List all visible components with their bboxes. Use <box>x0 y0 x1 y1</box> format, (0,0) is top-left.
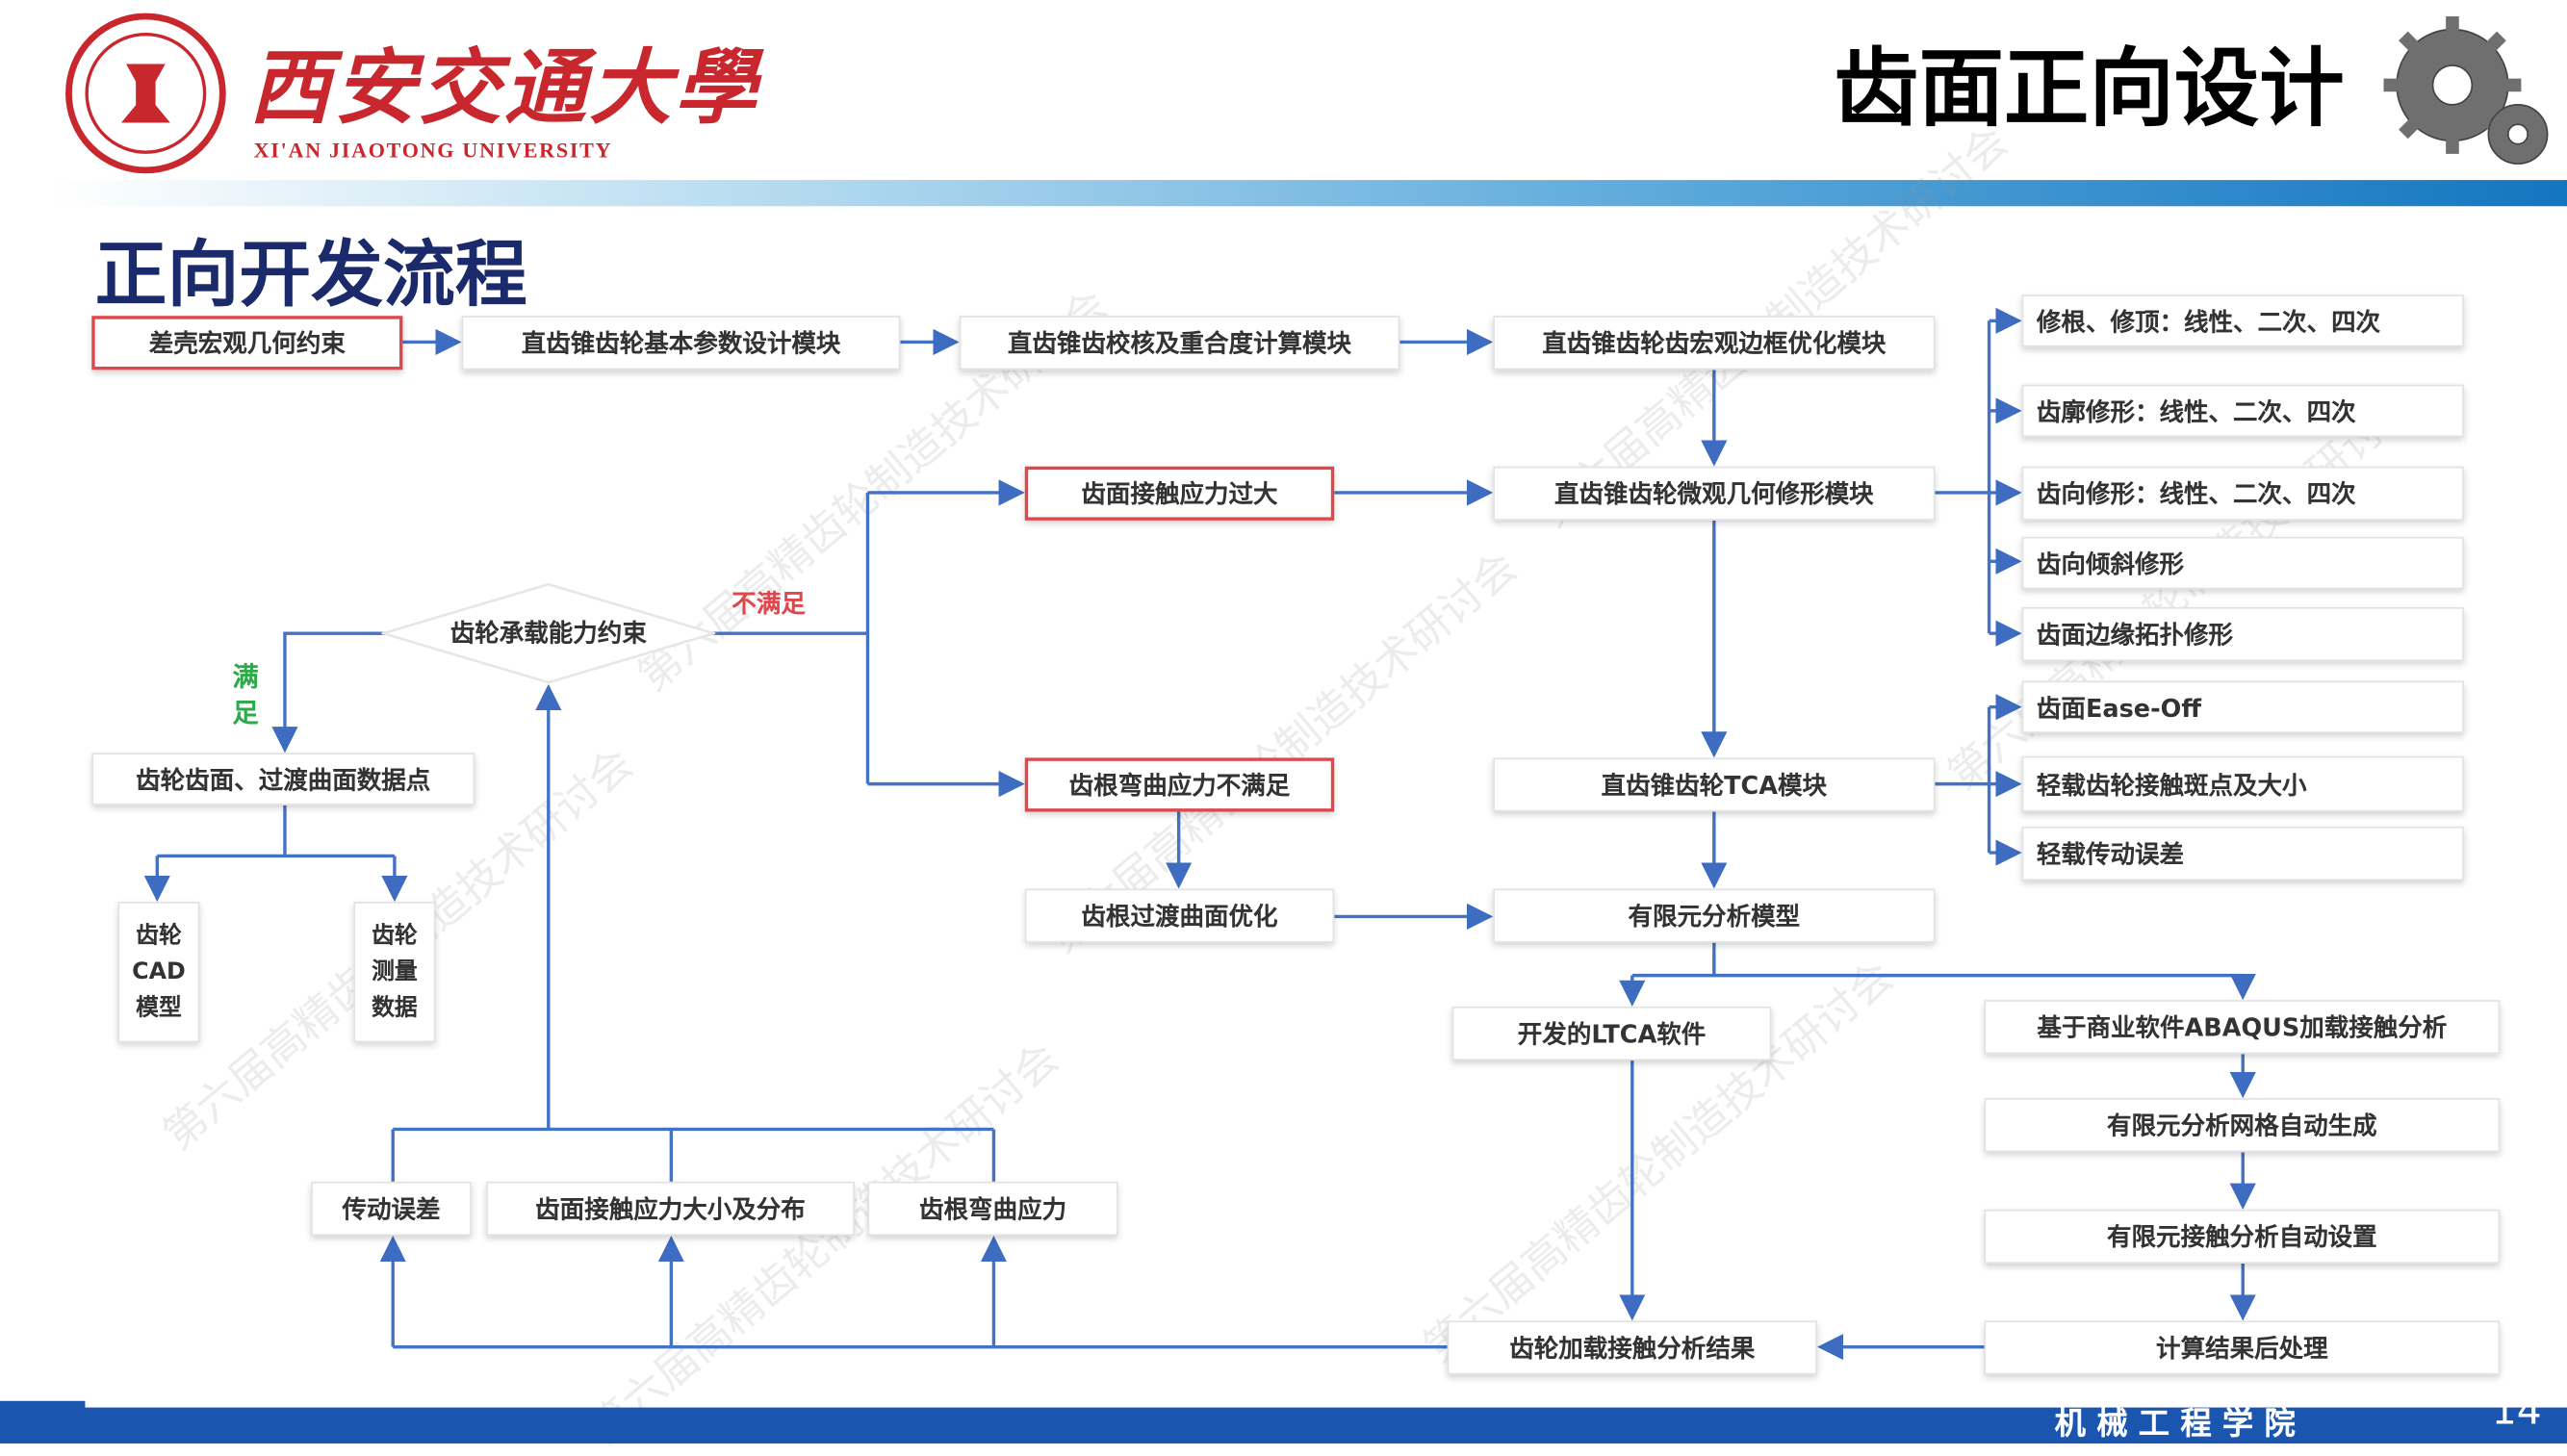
cad-model-line: 齿轮 <box>136 923 182 950</box>
gear-icon <box>2383 16 2549 165</box>
micro-geometry-module-box: 直齿锥齿轮微观几何修形模块 <box>1493 466 1936 521</box>
modification-box: 修根、修顶：线性、二次、四次 <box>2021 294 2464 347</box>
basic-parameter-design-box: 直齿锥齿轮基本参数设计模块 <box>461 316 901 370</box>
university-name-cn: 西安交通大學 <box>248 38 760 137</box>
loaded-contact-result-box: 齿轮加载接触分析结果 <box>1447 1320 1817 1375</box>
footer-notch <box>0 1400 86 1410</box>
contact-stress-excess-box: 齿面接触应力过大 <box>1024 466 1335 521</box>
fea-model-box: 有限元分析模型 <box>1493 888 1936 943</box>
tca-module-box: 直齿锥齿轮TCA模块 <box>1493 757 1936 812</box>
capacity-constraint-diamond <box>381 582 716 684</box>
cad-model-line: 模型 <box>136 995 182 1022</box>
capacity-constraint-label: 齿轮承载能力约束 <box>449 618 647 649</box>
mesh-generation-box: 有限元分析网格自动生成 <box>1984 1098 2501 1153</box>
measure-data-line: 数据 <box>372 995 418 1022</box>
footer-bar <box>0 1407 2567 1444</box>
abaqus-analysis-box: 基于商业软件ABAQUS加载接触分析 <box>1984 1000 2501 1055</box>
modification-box: 齿向修形：线性、二次、四次 <box>2021 466 2464 521</box>
post-process-box: 计算结果后处理 <box>1984 1320 2501 1375</box>
section-title: 正向开发流程 <box>94 234 527 318</box>
modification-box: 齿面边缘拓扑修形 <box>2021 606 2464 662</box>
modification-box: 齿廓修形：线性、二次、四次 <box>2021 384 2464 438</box>
cad-model-box: 齿轮 CAD 模型 <box>117 902 200 1043</box>
university-name-en: XI'AN JIAOTONG UNIVERSITY <box>253 137 613 163</box>
contact-setup-box: 有限元接触分析自动设置 <box>1984 1209 2501 1264</box>
header-divider-bar <box>49 180 2567 207</box>
footer-school: 机 械 工 程 学 院 <box>2054 1405 2296 1443</box>
transmission-error-box: 传动误差 <box>311 1181 472 1237</box>
not-satisfied-label: 不满足 <box>732 589 806 619</box>
ltca-software-box: 开发的LTCA软件 <box>1451 1006 1772 1061</box>
tca-output-box: 轻载齿轮接触斑点及大小 <box>2021 755 2464 812</box>
root-stress-fail-box: 齿根弯曲应力不满足 <box>1024 757 1335 812</box>
root-fillet-optimization-box: 齿根过渡曲面优化 <box>1024 888 1335 943</box>
cad-model-line: CAD <box>132 958 186 985</box>
satisfied-label: 满足 <box>232 661 259 728</box>
measure-data-line: 测量 <box>372 958 418 985</box>
measurement-data-box: 齿轮 测量 数据 <box>353 902 436 1043</box>
shell-geometry-constraint-box: 差壳宏观几何约束 <box>91 316 403 370</box>
tca-output-box: 齿面Ease-Off <box>2021 680 2464 733</box>
tca-output-box: 轻载传动误差 <box>2021 826 2464 881</box>
contact-stress-distribution-box: 齿面接触应力大小及分布 <box>486 1181 855 1237</box>
check-contact-ratio-box: 直齿锥齿校核及重合度计算模块 <box>959 316 1400 370</box>
measure-data-line: 齿轮 <box>372 923 418 950</box>
data-points-box: 齿轮齿面、过渡曲面数据点 <box>91 753 475 805</box>
root-bending-stress-box: 齿根弯曲应力 <box>867 1181 1118 1237</box>
page-number: 14 <box>2491 1388 2542 1434</box>
university-logo <box>65 13 226 174</box>
macro-frame-optimization-box: 直齿锥齿轮齿宏观边框优化模块 <box>1493 316 1936 370</box>
modification-box: 齿向倾斜修形 <box>2021 536 2464 590</box>
slide-title: 齿面正向设计 <box>1834 40 2345 140</box>
